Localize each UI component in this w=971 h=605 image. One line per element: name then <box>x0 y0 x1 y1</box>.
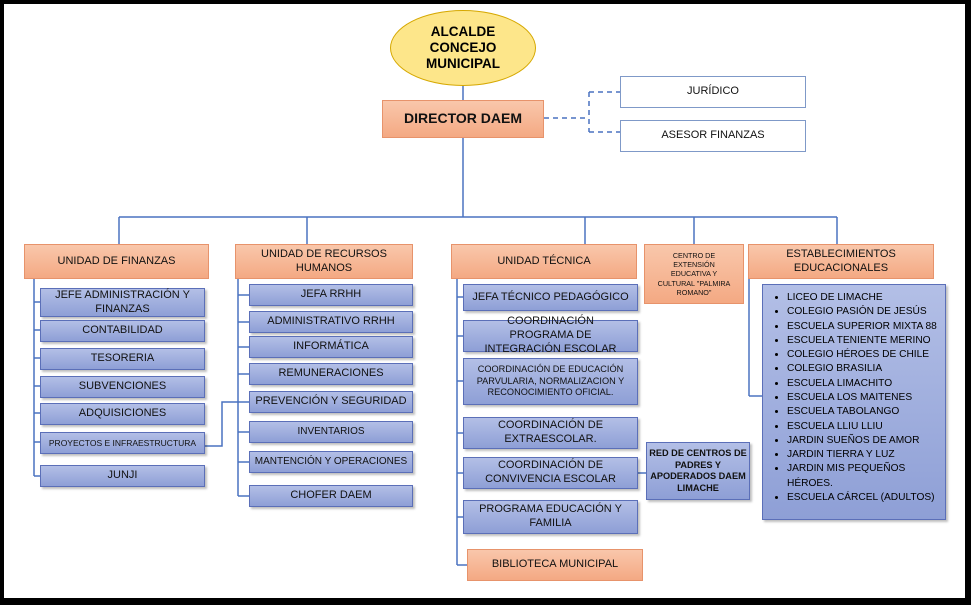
connector-lines <box>33 84 838 566</box>
juridico-node: JURÍDICO <box>620 76 806 108</box>
rrhh-item: INFORMÁTICA <box>249 336 413 358</box>
juridico-label: JURÍDICO <box>687 85 739 98</box>
unidad-rrhh-node: UNIDAD DE RECURSOS HUMANOS <box>235 244 413 279</box>
tecnica-item-label: COORDINACIÓN DE CONVIVENCIA ESCOLAR <box>485 459 616 485</box>
unidad-tecnica-node: UNIDAD TÉCNICA <box>451 244 637 279</box>
tecnica-item: COORDINACIÓN DE EDUCACIÓN PARVULARIA, NO… <box>463 358 638 405</box>
establecimientos-node: ESTABLECIMIENTOS EDUCACIONALES <box>748 244 934 279</box>
tecnica-item-label: PROGRAMA EDUCACIÓN Y FAMILIA <box>479 503 622 529</box>
school-item: ESCUELA LOS MAITENES <box>787 391 939 405</box>
director-node: DIRECTOR DAEM <box>382 100 544 138</box>
alcalde-node: ALCALDE CONCEJO MUNICIPAL <box>390 10 536 86</box>
school-item: ESCUELA LLIU LLIU <box>787 420 939 434</box>
finanzas-item-label: JEFE ADMINISTRACIÓN Y FINANZAS <box>55 288 190 315</box>
finanzas-item: JEFE ADMINISTRACIÓN Y FINANZAS <box>40 288 205 317</box>
rrhh-item-label: JEFA RRHH <box>300 288 362 301</box>
unidad-tecnica-label: UNIDAD TÉCNICA <box>497 254 591 267</box>
school-item: ESCUELA LIMACHITO <box>787 377 939 391</box>
school-item: JARDIN MIS PEQUEÑOS HÉROES. <box>787 462 939 491</box>
rrhh-item-label: MANTENCIÓN Y OPERACIONES <box>254 455 408 467</box>
school-item: JARDIN TIERRA Y LUZ <box>787 448 939 462</box>
finanzas-item-label: JUNJI <box>107 469 138 482</box>
finanzas-item: PROYECTOS E INFRAESTRUCTURA <box>40 432 205 454</box>
asesor-finanzas-label: ASESOR FINANZAS <box>661 129 765 142</box>
school-item: COLEGIO BRASILIA <box>787 362 939 376</box>
biblioteca-label: BIBLIOTECA MUNICIPAL <box>491 558 619 571</box>
tecnica-item: COORDINACIÓN DE EXTRAESCOLAR. <box>463 417 638 449</box>
tecnica-item-label: COORDINACIÓN DE EDUCACIÓN PARVULARIA, NO… <box>476 364 625 398</box>
finanzas-item: ADQUISICIONES <box>40 403 205 425</box>
rrhh-item-label: PREVENCIÓN Y SEGURIDAD <box>255 395 407 408</box>
centro-extension-node: CENTRO DE EXTENSIÓN EDUCATIVA Y CULTURAL… <box>644 244 744 304</box>
finanzas-item: SUBVENCIONES <box>40 376 205 398</box>
finanzas-item-label: PROYECTOS E INFRAESTRUCTURA <box>48 437 197 448</box>
tecnica-item: COORDINACIÓN PROGRAMA DE INTEGRACIÓN ESC… <box>463 315 638 355</box>
finanzas-item: CONTABILIDAD <box>40 320 205 342</box>
alcalde-label: ALCALDE CONCEJO MUNICIPAL <box>426 23 500 72</box>
finanzas-item-label: ADQUISICIONES <box>78 407 167 420</box>
rrhh-item-label: REMUNERACIONES <box>278 367 384 380</box>
school-item: ESCUELA TABOLANGO <box>787 405 939 419</box>
rrhh-item-label: INFORMÁTICA <box>293 340 369 353</box>
rrhh-item: ADMINISTRATIVO RRHH <box>249 311 413 333</box>
rrhh-item: JEFA RRHH <box>249 284 413 306</box>
rrhh-item-label: ADMINISTRATIVO RRHH <box>267 315 395 328</box>
director-label: DIRECTOR DAEM <box>404 110 522 127</box>
finanzas-item: JUNJI <box>40 465 205 487</box>
red-centros-label: RED DE CENTROS DE PADRES Y APODERADOS DA… <box>649 448 747 493</box>
rrhh-item: CHOFER DAEM <box>249 485 413 507</box>
tecnica-item-label: JEFA TÉCNICO PEDAGÓGICO <box>472 290 629 303</box>
asesor-finanzas-node: ASESOR FINANZAS <box>620 120 806 152</box>
unidad-rrhh-label: UNIDAD DE RECURSOS HUMANOS <box>261 247 387 274</box>
rrhh-item-label: CHOFER DAEM <box>290 489 372 502</box>
finanzas-item: TESORERIA <box>40 348 205 370</box>
red-centros-node: RED DE CENTROS DE PADRES Y APODERADOS DA… <box>646 442 750 500</box>
rrhh-item-label: INVENTARIOS <box>297 425 365 437</box>
org-chart: ALCALDE CONCEJO MUNICIPAL DIRECTOR DAEM … <box>4 4 965 598</box>
school-item: LICEO DE LIMACHE <box>787 291 939 305</box>
rrhh-item: MANTENCIÓN Y OPERACIONES <box>249 451 413 473</box>
school-item: ESCUELA TENIENTE MERINO <box>787 334 939 348</box>
school-item: ESCUELA SUPERIOR MIXTA 88 <box>787 320 939 334</box>
tecnica-item-label: COORDINACIÓN DE EXTRAESCOLAR. <box>497 419 604 445</box>
tecnica-item: JEFA TÉCNICO PEDAGÓGICO <box>463 284 638 311</box>
school-item: COLEGIO PASIÓN DE JESÚS <box>787 305 939 319</box>
school-item: COLEGIO HÉROES DE CHILE <box>787 348 939 362</box>
school-item: JARDIN SUEÑOS DE AMOR <box>787 434 939 448</box>
establecimientos-label: ESTABLECIMIENTOS EDUCACIONALES <box>786 247 896 274</box>
school-item: ESCUELA CÁRCEL (ADULTOS) <box>787 491 939 505</box>
finanzas-item-label: CONTABILIDAD <box>82 324 163 337</box>
unidad-finanzas-node: UNIDAD DE FINANZAS <box>24 244 209 279</box>
unidad-finanzas-label: UNIDAD DE FINANZAS <box>57 254 176 267</box>
rrhh-item: PREVENCIÓN Y SEGURIDAD <box>249 391 413 413</box>
rrhh-item: REMUNERACIONES <box>249 363 413 385</box>
tecnica-item-label: COORDINACIÓN PROGRAMA DE INTEGRACIÓN ESC… <box>484 315 617 355</box>
tecnica-item: PROGRAMA EDUCACIÓN Y FAMILIA <box>463 500 638 534</box>
centro-extension-label: CENTRO DE EXTENSIÓN EDUCATIVA Y CULTURAL… <box>657 250 731 298</box>
finanzas-item-label: TESORERIA <box>90 352 155 365</box>
tecnica-item: COORDINACIÓN DE CONVIVENCIA ESCOLAR <box>463 457 638 489</box>
finanzas-item-label: SUBVENCIONES <box>78 380 167 393</box>
rrhh-item: INVENTARIOS <box>249 421 413 443</box>
establecimientos-list: LICEO DE LIMACHECOLEGIO PASIÓN DE JESÚSE… <box>762 284 946 520</box>
biblioteca-node: BIBLIOTECA MUNICIPAL <box>467 549 643 581</box>
schools-list: LICEO DE LIMACHECOLEGIO PASIÓN DE JESÚSE… <box>763 285 945 511</box>
